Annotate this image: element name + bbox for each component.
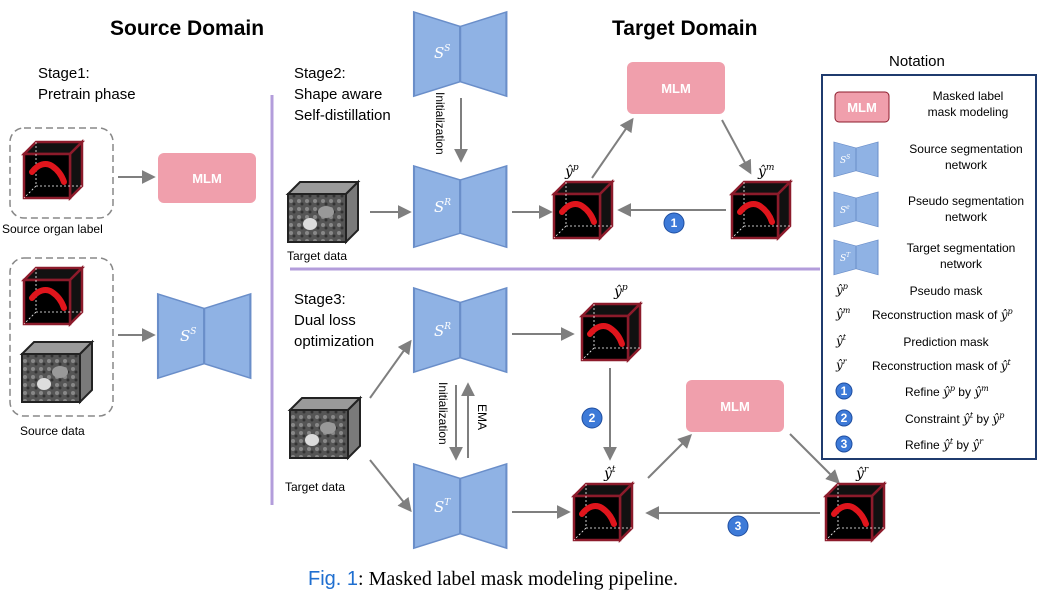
mlm-label-stage2: MLM: [661, 81, 691, 96]
source-data-ct-cube: [21, 341, 93, 403]
mlm-label-stage3: MLM: [720, 399, 750, 414]
stage2-line2: Shape aware: [294, 86, 382, 103]
mlm-label-stage1: MLM: [192, 171, 222, 186]
source-network-stage2: [412, 10, 508, 98]
step-three-circle: [727, 515, 749, 537]
legend-target-line1: Target segmentation: [907, 241, 1016, 255]
step-one-label: 1: [671, 216, 678, 230]
legend-step-two-circle: [835, 409, 853, 427]
notation-title: Notation: [889, 53, 945, 70]
pseudo-network-stage3-label: SR: [434, 322, 451, 340]
arrow-mlm-to-yr: [789, 433, 840, 484]
source-data-text: Source data: [20, 424, 85, 438]
source-label-cube: [24, 142, 82, 198]
step-two-label: 2: [589, 411, 596, 425]
init-label-stage2: Initialization: [433, 92, 447, 155]
pseudo-mask-cube-stage3: [582, 304, 640, 360]
figure-caption: Fig. 1: Masked label mask modeling pipel…: [308, 568, 678, 590]
legend-pseudo-net-sym: Se: [840, 204, 850, 216]
pseudo-mask-label-stage3: ŷp: [613, 283, 628, 300]
target-network-stage3: [412, 462, 508, 550]
legend-ym-sym: ŷm: [835, 306, 851, 321]
arrow-mlm-to-ym: [721, 119, 752, 175]
target-network-stage3-label: ST: [434, 498, 451, 516]
step-two-circle: [581, 407, 603, 429]
stage1-title: Stage1:: [38, 65, 90, 82]
pseudo-network-stage3: [412, 286, 508, 374]
step-three-label: 3: [735, 519, 742, 533]
legend-target-net-sym: ST: [840, 252, 851, 264]
stage3-title: Stage3:: [294, 291, 346, 308]
arrow-target-to-pseudo-s3: [369, 339, 412, 399]
recon-mask-cube-stage2: [732, 182, 790, 238]
pseudo-network-stage2: [412, 164, 508, 249]
target-data-stage2-cube: [287, 181, 359, 243]
mlm-box-stage1: [158, 153, 256, 203]
legend-mlm-line2: mask modeling: [928, 105, 1009, 119]
target-data-stage3-text: Target data: [285, 480, 345, 494]
source-label-box: [9, 127, 114, 219]
legend-yr-sym: ŷr: [835, 357, 848, 372]
legend-pseudo-line2: network: [945, 210, 988, 224]
recon-mask-label-stage2: ŷm: [757, 163, 774, 180]
legend-target-line2: network: [940, 257, 983, 271]
legend-yp-sym: ŷp: [835, 282, 848, 297]
target-domain-heading: Target Domain: [612, 17, 757, 40]
init-label-stage3: Initialization: [436, 382, 450, 445]
target-data-stage2-text: Target data: [287, 249, 347, 263]
arrow-target-to-target-net: [369, 459, 412, 513]
target-data-stage3-cube: [289, 397, 361, 459]
source-data-box: [9, 257, 114, 417]
step-one-circle: [663, 212, 685, 234]
legend-pseudo-line1: Pseudo segmentation: [908, 194, 1024, 208]
legend-refine-one: Refine ŷp by ŷm: [905, 384, 989, 399]
mlm-box-stage3: [686, 380, 784, 432]
legend-yt-sym: ŷt: [835, 333, 847, 348]
legend-mlm-swatch: [834, 91, 890, 123]
source-organ-label-text: Source organ label: [2, 222, 103, 236]
ema-label: EMA: [475, 404, 489, 430]
stage1-subtitle: Pretrain phase: [38, 86, 136, 103]
legend-source-net-sym: SS: [840, 154, 850, 166]
legend-refine-three: Refine ŷt by ŷr: [905, 437, 984, 452]
source-network-stage1-label: SS: [180, 327, 196, 345]
legend-step-three-circle: [835, 435, 853, 453]
legend-pseudo-mask: Pseudo mask: [910, 284, 984, 298]
stage2-line3: Self-distillation: [294, 107, 391, 124]
legend-recon-t: Reconstruction mask of ŷt: [872, 358, 1012, 373]
pseudo-mask-cube-stage2: [554, 182, 612, 238]
legend-step-two-num: 2: [841, 411, 848, 425]
legend-recon-p: Reconstruction mask of ŷp: [872, 307, 1013, 322]
prediction-mask-cube: [574, 484, 632, 540]
stage2-title: Stage2:: [294, 65, 346, 82]
stage3-line2: Dual loss: [294, 312, 356, 329]
legend-step-three-num: 3: [841, 437, 848, 451]
arrow-yt-to-mlm: [647, 434, 692, 479]
legend-constraint: Constraint ŷt by ŷp: [905, 411, 1004, 426]
legend-source-line2: network: [945, 158, 988, 172]
source-data-label-cube: [24, 268, 82, 324]
legend-mlm-line1: Masked label: [933, 89, 1004, 103]
pseudo-mask-label-stage2: ŷp: [564, 163, 579, 180]
legend-mlm-swatch-text: MLM: [847, 100, 877, 115]
source-network-stage1: [156, 292, 252, 380]
legend-source-line1: Source segmentation: [909, 142, 1022, 156]
prediction-mask-label: ŷt: [603, 465, 616, 482]
source-domain-heading: Source Domain: [110, 17, 264, 40]
mlm-box-stage2: [627, 62, 725, 114]
legend-step-one-num: 1: [841, 384, 848, 398]
arrow-yp-to-mlm: [591, 117, 634, 179]
recon-mask-cube-stage3: [826, 484, 884, 540]
legend-step-one-circle: [835, 382, 853, 400]
stage3-line3: optimization: [294, 333, 374, 350]
source-network-stage2-label: SS: [434, 44, 450, 62]
legend-pred-mask: Prediction mask: [903, 335, 989, 349]
recon-mask-label-stage3: ŷr: [855, 465, 869, 482]
pseudo-network-stage2-label: SR: [434, 198, 451, 216]
